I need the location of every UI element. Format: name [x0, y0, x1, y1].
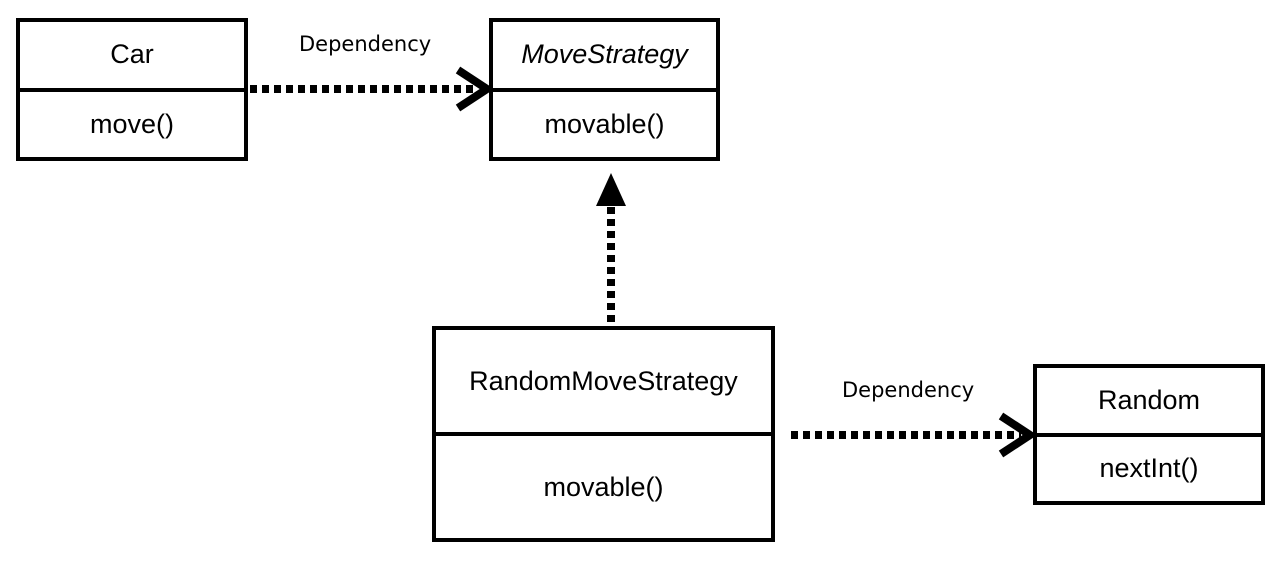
class-car: Car move()	[16, 18, 248, 161]
triangle-arrowhead-icon	[596, 173, 626, 206]
class-method: movable()	[543, 471, 664, 502]
dependency-label: Dependency	[842, 378, 975, 402]
interface-name: MoveStrategy	[493, 22, 716, 92]
dependency-label: Dependency	[299, 32, 432, 56]
class-method: move()	[89, 108, 174, 139]
open-arrowhead-icon	[998, 412, 1038, 458]
class-random: Random nextInt()	[1033, 364, 1265, 505]
class-method: movable()	[544, 108, 665, 139]
class-name: RandomMoveStrategy	[436, 330, 771, 436]
class-move-strategy: MoveStrategy movable()	[489, 18, 720, 161]
class-method: nextInt()	[1099, 453, 1199, 484]
open-arrowhead-icon	[455, 66, 495, 112]
class-name: Car	[20, 22, 244, 92]
class-name: Random	[1037, 368, 1261, 437]
class-random-move-strategy: RandomMoveStrategy movable()	[432, 326, 775, 542]
